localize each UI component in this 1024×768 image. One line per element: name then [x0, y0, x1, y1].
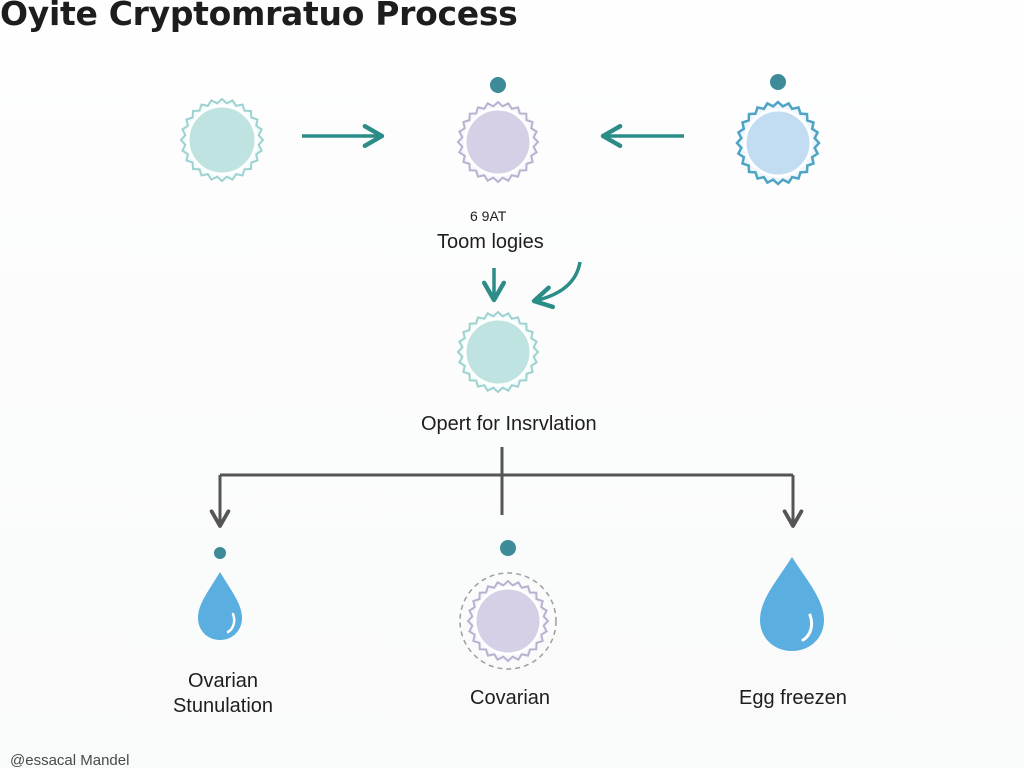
cell-icon-bottom-center [459, 572, 557, 670]
center-cell-label: Toom logies [437, 231, 544, 253]
covarian-label: Covarian [470, 687, 551, 709]
dot-icon-top-center [490, 77, 506, 93]
cell-icon-left [179, 97, 265, 183]
egg-freezen-label: Egg freezen [739, 687, 847, 709]
dot-icon-bottom-left [214, 547, 226, 559]
credit-text: @essacal Mandel [10, 752, 130, 768]
dot-icon-top-right [770, 74, 786, 90]
middle-cell-label: Opert for Insrvlation [421, 413, 597, 435]
droplet-icon-left [198, 572, 242, 640]
cell-icon-center [456, 100, 540, 184]
dot-icon-bottom-center [500, 540, 516, 556]
diagram-title: Oyite Cryptomratuo Process [0, 0, 518, 33]
cell-icon-middle [456, 310, 540, 394]
droplet-icon-right [760, 557, 824, 651]
ovarian-stimulation-label: Ovarian Stunulation [172, 670, 274, 717]
branch-connector [209, 447, 804, 528]
curved-arrow-icon [531, 261, 582, 310]
center-cell-sublabel: 6 9AT [470, 208, 507, 224]
cell-icon-right [735, 100, 821, 186]
